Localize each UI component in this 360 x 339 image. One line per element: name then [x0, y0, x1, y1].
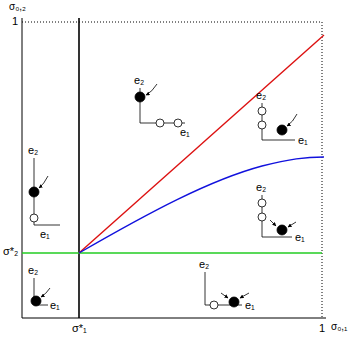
- basis-label: e₂: [199, 259, 209, 270]
- basis-label: e₂: [134, 75, 144, 86]
- tick-label: 1: [12, 16, 18, 27]
- basis-label: e₂: [28, 145, 38, 156]
- state-icon: [205, 272, 249, 309]
- basis-label: e₂: [256, 182, 266, 193]
- state-icon: [29, 158, 60, 225]
- y-axis: [22, 18, 23, 318]
- axes: [22, 18, 326, 318]
- red-boundary: [79, 35, 324, 253]
- dotted-limit: [322, 22, 323, 318]
- dotted-limit: [22, 22, 322, 23]
- state-icon: [135, 84, 185, 127]
- state-icon: [258, 195, 296, 237]
- basis-label: e₁: [298, 135, 308, 146]
- tick-label: 1: [319, 323, 325, 334]
- state-icon: [31, 278, 50, 306]
- green-boundary: [22, 252, 322, 253]
- axis-label: σ₀,₁: [331, 322, 347, 332]
- basis-label: e₁: [50, 300, 60, 311]
- basis-label: e₁: [40, 229, 50, 240]
- blue-boundary: [79, 157, 324, 253]
- axis-label: σ₀,₂: [9, 2, 26, 12]
- x-axis: [22, 318, 326, 319]
- threshold-label: σ*₁: [72, 323, 87, 334]
- basis-label: e₁: [245, 300, 255, 311]
- basis-label: e₁: [180, 127, 190, 138]
- basis-label: e₂: [28, 265, 38, 276]
- basis-label: e₁: [295, 232, 305, 243]
- threshold-label: σ*₂: [3, 246, 18, 257]
- state-icon: [258, 103, 297, 140]
- critical-line: [78, 18, 80, 318]
- basis-label: e₂: [256, 90, 266, 101]
